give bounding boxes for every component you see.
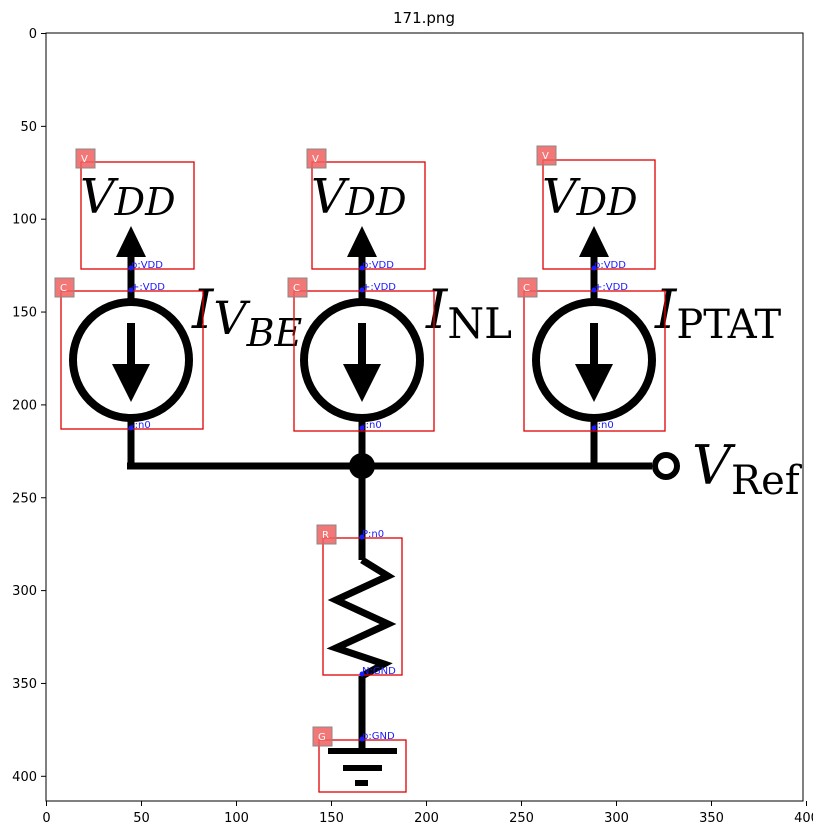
pin-label: P:n0 [362,529,384,540]
svg-text:C: C [293,283,300,294]
annotation-box-v1 [80,161,195,270]
annotation-overlay: V V V C C C R G [54,145,666,793]
source-label-inl: INL [425,278,512,348]
y-tick-label: 300 [12,584,37,599]
svg-text:C: C [523,283,530,294]
pin-label: -:n0 [362,420,382,431]
vdd-label-3: VDD [542,169,638,225]
vdd-label-1: VDD [80,169,176,225]
annotation-tag-v3: V [536,145,557,166]
x-axis: 0 50 100 150 200 250 300 350 400 [42,801,813,826]
svg-text:V: V [312,154,319,165]
source-arrowhead-2 [343,364,381,402]
x-tick-label: 400 [794,811,813,826]
annotation-tag-r: R [316,524,337,545]
x-tick-label: 350 [699,811,724,826]
x-tick-label: 300 [604,811,629,826]
circuit-fills [112,226,613,479]
vdd-label-2: VDD [311,169,407,225]
resistor [326,557,397,680]
vdd-arrow-2 [347,226,377,257]
x-tick-label: 50 [133,811,150,826]
y-tick-label: 200 [12,398,37,413]
source-arrowhead-1 [112,364,150,402]
pin-label: -:n0 [131,420,151,431]
junction-dot [349,453,375,479]
svg-text:R: R [322,530,329,541]
annotation-tag-c2: C [287,277,308,298]
annotation-tag-g: G [312,726,333,747]
annotation-box-v2 [311,161,426,270]
y-tick-label: 400 [12,770,37,785]
source-arrowhead-3 [575,364,613,402]
y-tick-label: 50 [20,120,37,135]
x-tick-label: 0 [42,811,50,826]
y-tick-label: 150 [12,306,37,321]
pin-label: p:VDD [131,260,163,271]
svg-text:V: V [81,154,88,165]
y-tick-label: 350 [12,677,37,692]
y-tick-label: 0 [29,27,37,42]
source-label-ivbe: IVBE [191,278,303,355]
svg-text:C: C [60,283,67,294]
y-axis: 0 50 100 150 200 250 300 350 400 [12,27,46,785]
x-tick-label: 250 [509,811,534,826]
pin-label: p:VDD [362,260,394,271]
pin-label: N:GND [362,666,396,677]
y-tick-label: 250 [12,491,37,506]
source-label-iptat: IPTAT [654,278,781,348]
vref-label: VRef [692,434,803,504]
vdd-arrow-3 [579,226,609,257]
figure-title: 171.png [393,9,455,27]
x-tick-label: 200 [414,811,439,826]
pin-label: p:GND [362,731,395,742]
annotation-box-v3 [542,159,656,270]
pin-label: +:VDD [131,282,165,293]
vdd-arrow-1 [116,226,146,257]
annotation-tag-c3: C [517,277,538,298]
pin-label: +:VDD [362,282,396,293]
circuit [69,245,680,786]
y-tick-label: 100 [12,213,37,228]
pin-label: +:VDD [594,282,628,293]
annotation-tag-v2: V [306,148,327,169]
pin-dots [128,265,597,742]
x-tick-label: 150 [319,811,344,826]
annotation-tag-v1: V [75,148,96,169]
pin-label: -:n0 [594,420,614,431]
x-tick-label: 100 [224,811,249,826]
annotation-tag-c1: C [54,277,75,298]
vref-terminal [652,452,680,480]
svg-text:V: V [542,151,549,162]
svg-text:G: G [318,732,326,743]
plot-frame [45,32,804,802]
pin-label: p:VDD [594,260,626,271]
